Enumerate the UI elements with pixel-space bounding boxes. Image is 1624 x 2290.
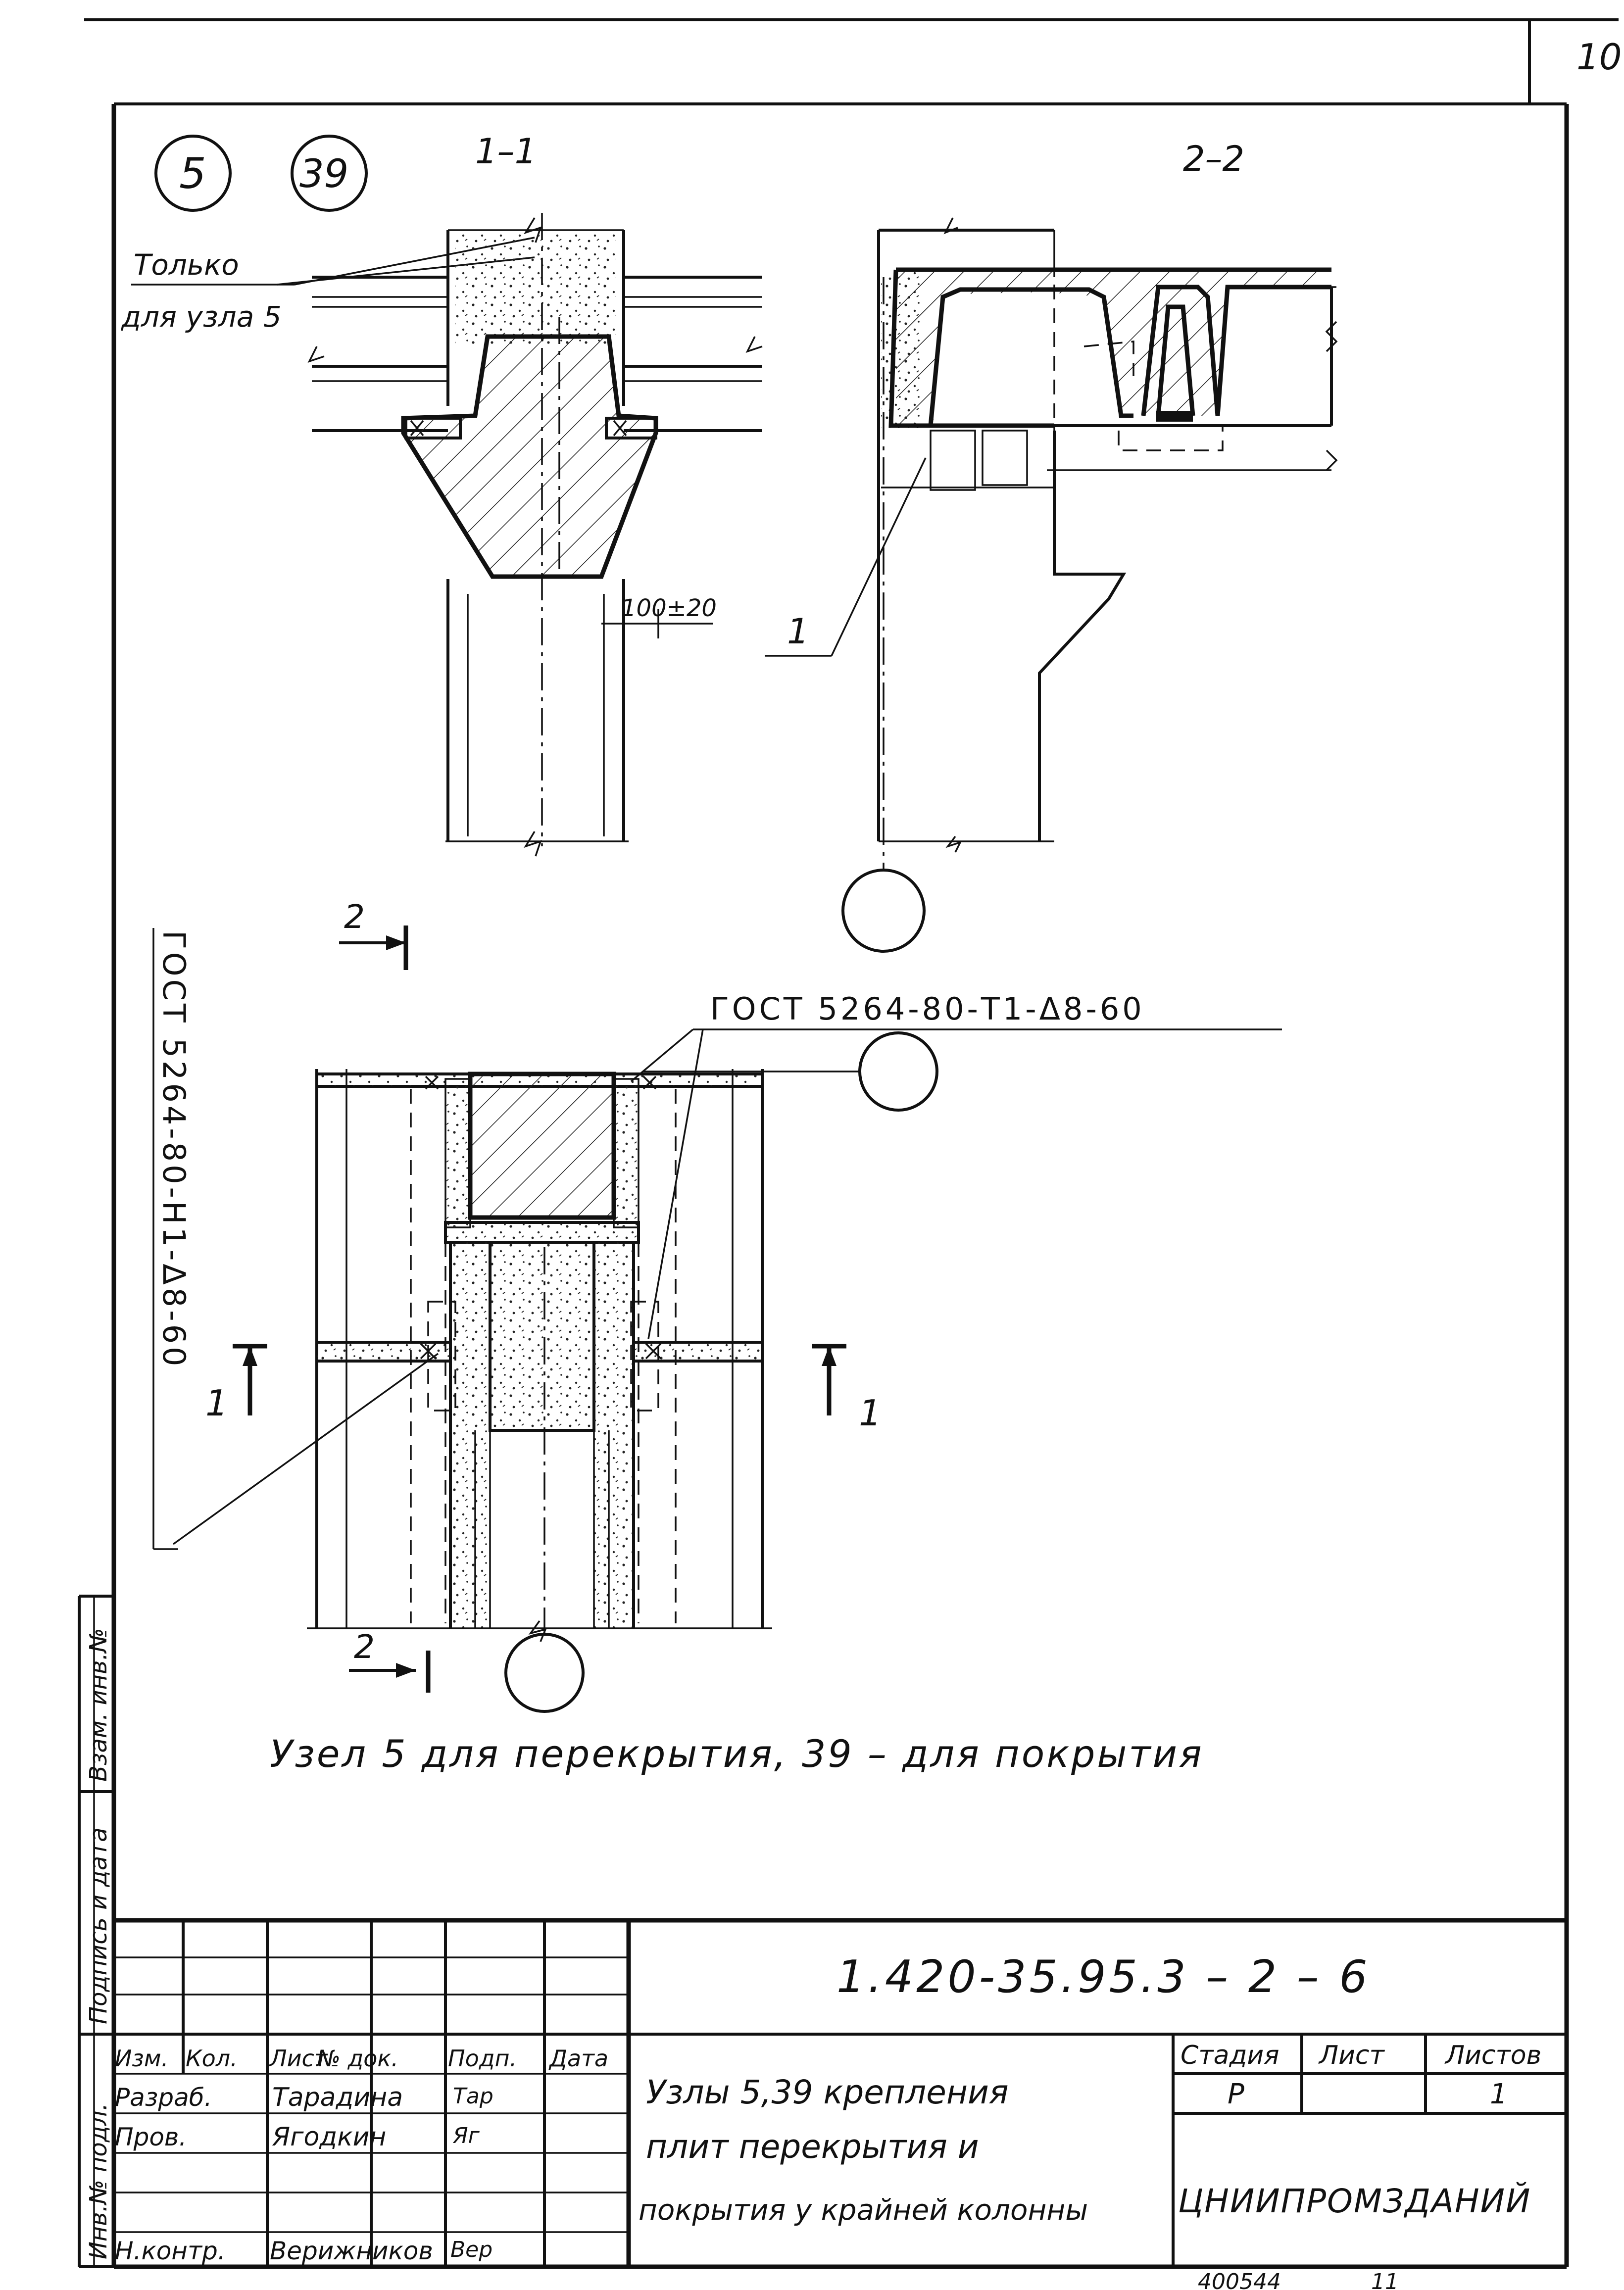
row-name-prov: Ягодкин	[272, 2122, 386, 2152]
stage-label: Стадия	[1181, 2041, 1280, 2070]
header-ndok: № док.	[315, 2045, 398, 2072]
node-circles	[154, 135, 368, 212]
section-1-1-label: 1–1	[475, 131, 537, 172]
item-leader	[765, 457, 927, 657]
title-block-grid	[114, 1918, 1567, 2267]
cut-2-bottom: 2	[354, 1628, 375, 1666]
drawing-caption: Узел 5 для перекрытия, 39 – для покрытия	[270, 1732, 1204, 1776]
section-cut-marks	[233, 926, 846, 1693]
section-2-2-label: 2–2	[1183, 139, 1244, 179]
axis-marker-2-2	[841, 869, 926, 953]
node-circle-5: 5	[179, 149, 206, 198]
row-role-nkontr: Н.контр.	[115, 2237, 226, 2265]
dimension-100: 100±20	[621, 594, 717, 622]
cut-1-left: 1	[205, 1382, 228, 1424]
gost-vertical-leader	[152, 928, 439, 1550]
gost-vertical-label: ГОСТ 5264-80-Н1-Δ8-60	[156, 930, 192, 1369]
title-line-1: Узлы 5,39 крепления	[646, 2073, 1009, 2111]
sheet-number: 10	[1576, 36, 1622, 78]
row-name-nkontr: Верижников	[270, 2237, 433, 2265]
note-only-line1: Только	[134, 248, 239, 282]
archive-number: 400544	[1198, 2269, 1281, 2290]
stage-value: Р	[1228, 2078, 1244, 2110]
title-line-2: плит перекрытия и	[646, 2128, 979, 2166]
sheets-label: Листов	[1444, 2041, 1541, 2070]
row-name-razrab: Тарадина	[272, 2083, 403, 2112]
axis-marker-plan-bottom	[504, 1633, 585, 1713]
row-sign-nkontr: Вер	[450, 2237, 492, 2262]
header-izm: Изм.	[115, 2045, 168, 2072]
section-2-2-drawing	[877, 217, 1338, 871]
gost-top-leader	[630, 1028, 1282, 1339]
row-sign-prov: Яг	[452, 2123, 480, 2148]
archive-suffix: 11	[1371, 2269, 1399, 2290]
sheet-label: Лист	[1318, 2041, 1385, 2070]
sheets-value: 1	[1490, 2078, 1508, 2110]
plan-view-drawing	[307, 1069, 772, 1642]
side-stamp-inv-replace: Взам. инв.№	[85, 1628, 112, 1782]
header-kol: Кол.	[186, 2045, 238, 2072]
header-list: Лист	[269, 2045, 328, 2072]
side-stamp-inv-orig: Инв.№ подл.	[85, 2103, 112, 2259]
axis-marker-plan-right	[858, 1031, 938, 1112]
title-rows: Разраб. Тарадина Тар Пров. Ягодкин Яг Н.…	[115, 2083, 493, 2265]
organization-name: ЦНИИПРОМЗДАНИЙ	[1178, 2182, 1531, 2220]
title-headers: Изм. Кол. Лист № док. Подп. Дата	[115, 2045, 608, 2072]
side-stamp	[78, 1595, 114, 2268]
side-stamp-sign-date: Подпись и дата	[85, 1827, 112, 2024]
title-doc-code: 1.420-35.95.3 – 2 – 6	[837, 1951, 1371, 2003]
note-only-line2: для узла 5	[121, 300, 282, 334]
title-line-3: покрытия у крайней колонны	[639, 2193, 1088, 2227]
header-podp: Подп.	[448, 2045, 517, 2072]
header-data: Дата	[548, 2045, 608, 2072]
row-role-prov: Пров.	[115, 2123, 187, 2151]
cut-1-right: 1	[859, 1392, 882, 1434]
section-1-1-drawing	[307, 213, 763, 857]
document-title: Узлы 5,39 крепления плит перекрытия и по…	[639, 2073, 1088, 2227]
node-circle-39: 39	[299, 152, 348, 196]
gost-top-label: ГОСТ 5264-80-Т1-Δ8-60	[710, 991, 1145, 1027]
row-sign-razrab: Тар	[453, 2084, 493, 2109]
sheet-frame	[84, 18, 1619, 2269]
cut-2-top: 2	[344, 898, 365, 936]
row-role-razrab: Разраб.	[115, 2083, 212, 2112]
item-callout-1: 1	[787, 611, 809, 652]
